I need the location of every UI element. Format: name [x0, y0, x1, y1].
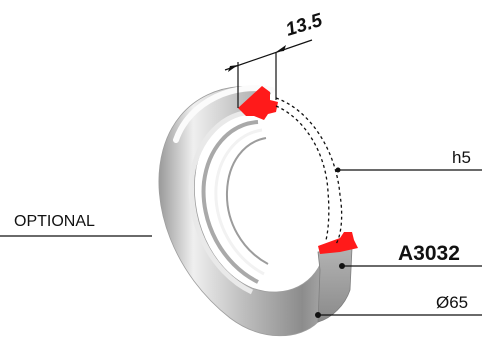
diameter-callout: Ø65 — [315, 293, 482, 318]
ring-groove-2 — [201, 120, 259, 284]
part-number-label: A3032 — [398, 242, 460, 265]
dimension-width-label: 13.5 — [283, 10, 325, 41]
dimension-arrow-right — [276, 45, 286, 52]
optional-callout: OPTIONAL — [0, 213, 152, 237]
dimension-line — [224, 39, 313, 71]
section-highlight-bottom — [318, 232, 358, 254]
ring-groove-4 — [225, 137, 269, 265]
optional-section-outline — [275, 97, 343, 245]
seal-ring — [158, 85, 353, 337]
ring-groove-1 — [188, 109, 256, 295]
ring-end-face — [317, 247, 353, 323]
part-number-leader-dot — [339, 263, 345, 269]
diameter-leader-dot — [315, 312, 321, 318]
optional-section-outline-inner — [275, 105, 330, 241]
section-highlight-top — [238, 86, 278, 120]
ring-groove-3 — [214, 128, 265, 276]
tolerance-label: h5 — [452, 148, 471, 167]
optional-label: OPTIONAL — [14, 213, 95, 230]
tolerance-leader-dot — [335, 167, 341, 173]
dimension-arrow-left — [228, 65, 238, 72]
diameter-label: Ø65 — [436, 293, 468, 312]
part-number-callout: A3032 — [339, 242, 482, 269]
tolerance-callout: h5 — [335, 148, 482, 173]
